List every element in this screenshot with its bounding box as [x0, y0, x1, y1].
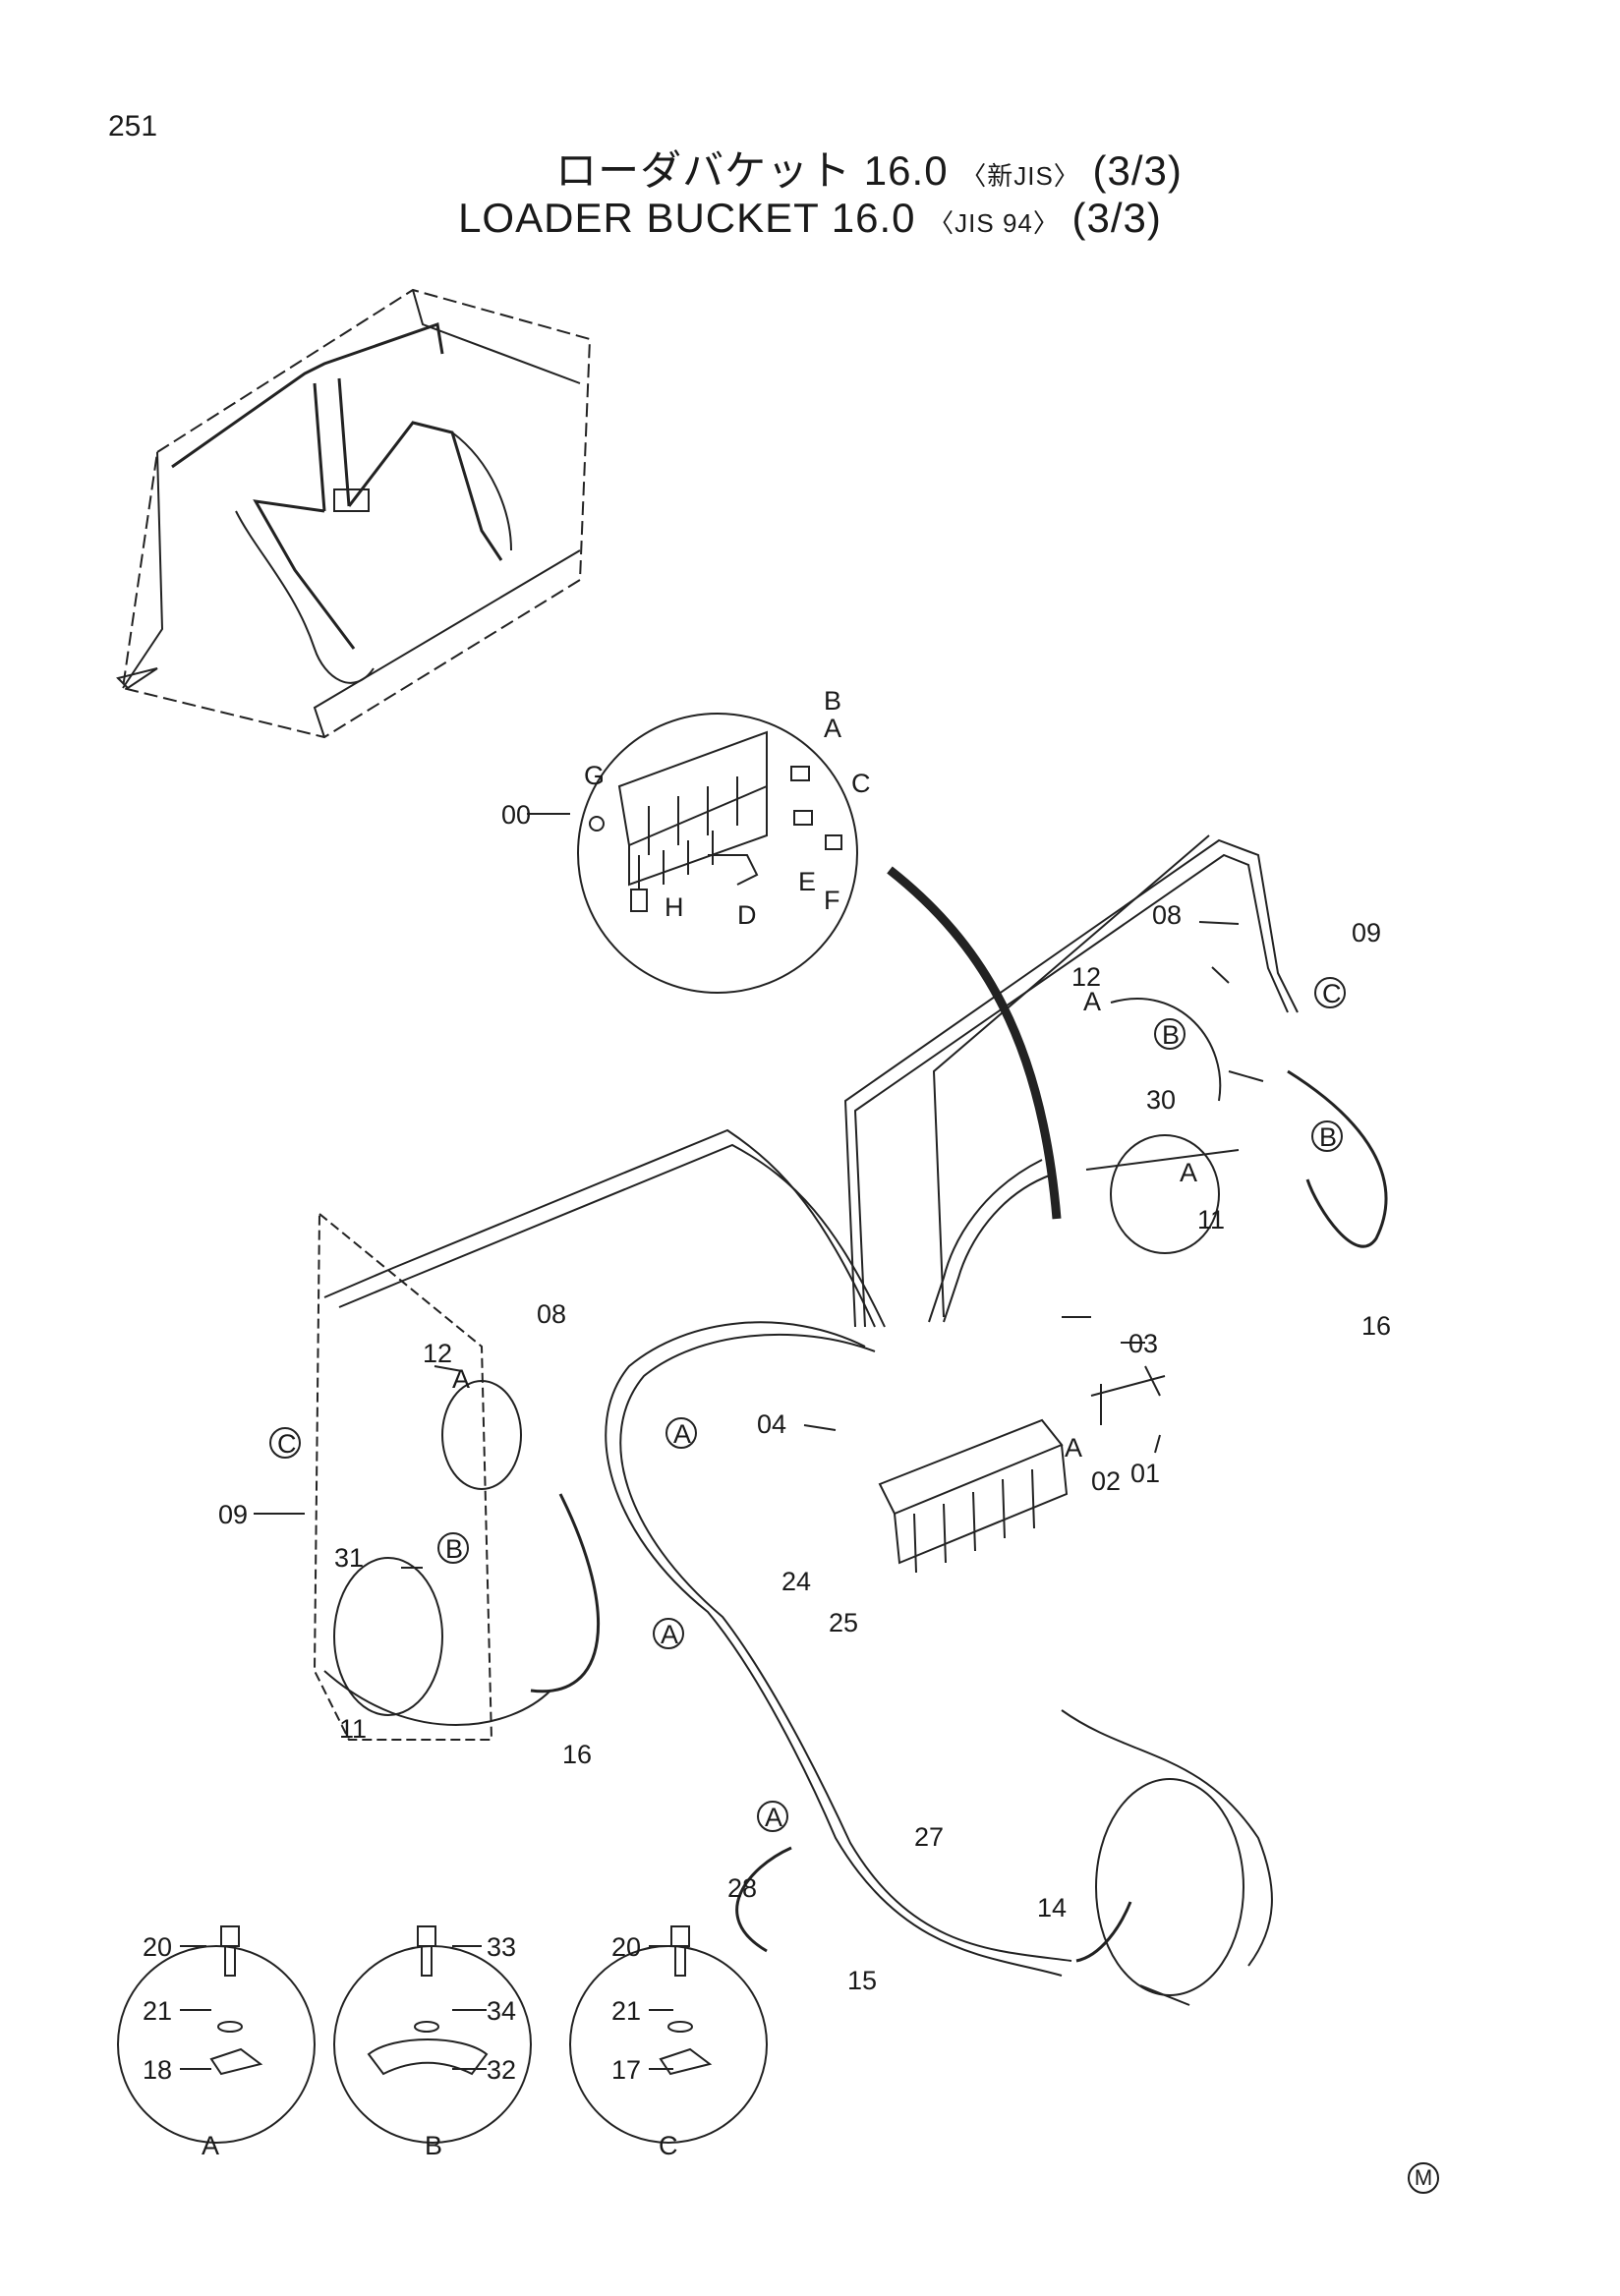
detail-b-clamp: 32: [487, 2055, 516, 2085]
title-japanese: ローダバケット 16.0 〈新JIS〉 (3/3): [59, 138, 1620, 198]
detail-label-c: C: [851, 769, 871, 798]
circle-a-upper: A: [673, 1419, 691, 1449]
detail-label-b: B: [824, 686, 841, 716]
detail-a-drawing: [117, 1925, 316, 2144]
detail-label-d: D: [737, 900, 757, 930]
grease-block-detail: [577, 713, 858, 994]
callout-00: 00: [501, 800, 531, 830]
title-en-standard: 〈JIS 94〉: [928, 208, 1060, 238]
callout-30: 30: [1146, 1085, 1176, 1115]
detail-label-a: A: [824, 714, 841, 743]
callout-16-left: 16: [562, 1740, 592, 1769]
callout-24: 24: [781, 1567, 811, 1596]
title-en-main: LOADER BUCKET 16.0: [458, 195, 916, 241]
page-marker: M: [1408, 2162, 1439, 2194]
detail-b-drawing: [333, 1925, 532, 2144]
callout-11-right: 11: [1197, 1205, 1225, 1234]
detail-c-label: C: [659, 2131, 678, 2160]
callout-01: 01: [1130, 1459, 1160, 1488]
detail-b-label: B: [425, 2131, 442, 2160]
callout-08-right: 08: [1152, 900, 1182, 930]
callout-11-left: 11: [339, 1714, 367, 1744]
callout-04: 04: [757, 1409, 786, 1439]
callout-12-left: 12: [423, 1339, 452, 1368]
detail-c-bolt: 20: [611, 1932, 641, 1962]
callout-25: 25: [829, 1608, 858, 1637]
circle-c-right: C: [1322, 979, 1342, 1008]
detail-a-bolt: 20: [143, 1932, 172, 1962]
callout-a-12-right: A: [1083, 987, 1101, 1016]
grease-tubes: [323, 834, 1299, 1977]
bucket-overview-drawing: [116, 288, 592, 739]
circle-b-right-upper: B: [1162, 1020, 1180, 1050]
callout-12-right: 12: [1071, 962, 1101, 992]
callout-a-12-left: A: [452, 1364, 470, 1394]
detail-c-clamp: 17: [611, 2055, 641, 2085]
page-number: 251: [108, 110, 158, 143]
circle-b-left: B: [445, 1534, 463, 1564]
callout-08-left: 08: [537, 1299, 566, 1329]
callout-09-right: 09: [1352, 918, 1381, 947]
detail-a-washer: 21: [143, 1996, 172, 2026]
detail-label-f: F: [824, 886, 840, 915]
callout-16-right: 16: [1361, 1311, 1391, 1341]
callout-31: 31: [334, 1543, 364, 1573]
title-en-part: (3/3): [1071, 195, 1162, 241]
callout-09-left: 09: [218, 1500, 248, 1529]
cylinder-right-lower: [1061, 1709, 1273, 2006]
circle-a-middle: A: [661, 1620, 678, 1649]
detail-a-label: A: [202, 2131, 219, 2160]
callout-27: 27: [914, 1822, 944, 1852]
callout-28: 28: [727, 1873, 757, 1903]
detail-label-h: H: [665, 892, 684, 922]
circle-b-right-lower: B: [1319, 1122, 1337, 1152]
central-grease-block: [878, 1365, 1166, 1574]
cylinder-right-upper: [1085, 998, 1240, 1254]
detail-label-g: G: [584, 761, 605, 790]
detail-c-drawing: [569, 1925, 768, 2144]
callout-02: 02: [1091, 1466, 1121, 1496]
callout-a-11-right: A: [1180, 1158, 1197, 1187]
detail-a-clamp: 18: [143, 2055, 172, 2085]
title-english: LOADER BUCKET 16.0 〈JIS 94〉 (3/3): [0, 195, 1620, 242]
cylinder-left: [313, 1211, 551, 1741]
detail-b-bolt: 33: [487, 1932, 516, 1962]
title-jp-standard: 〈新JIS〉: [960, 161, 1080, 191]
detail-b-washer: 34: [487, 1996, 516, 2026]
callout-14: 14: [1037, 1893, 1067, 1923]
title-jp-part: (3/3): [1092, 147, 1183, 194]
callout-03: 03: [1128, 1329, 1158, 1358]
callout-15: 15: [847, 1966, 877, 1995]
callout-a-02: A: [1065, 1433, 1082, 1463]
title-jp-main: ローダバケット 16.0: [555, 147, 949, 194]
detail-label-e: E: [798, 867, 816, 896]
circle-a-lower: A: [765, 1803, 782, 1832]
circle-c-left: C: [277, 1429, 297, 1459]
detail-c-washer: 21: [611, 1996, 641, 2026]
